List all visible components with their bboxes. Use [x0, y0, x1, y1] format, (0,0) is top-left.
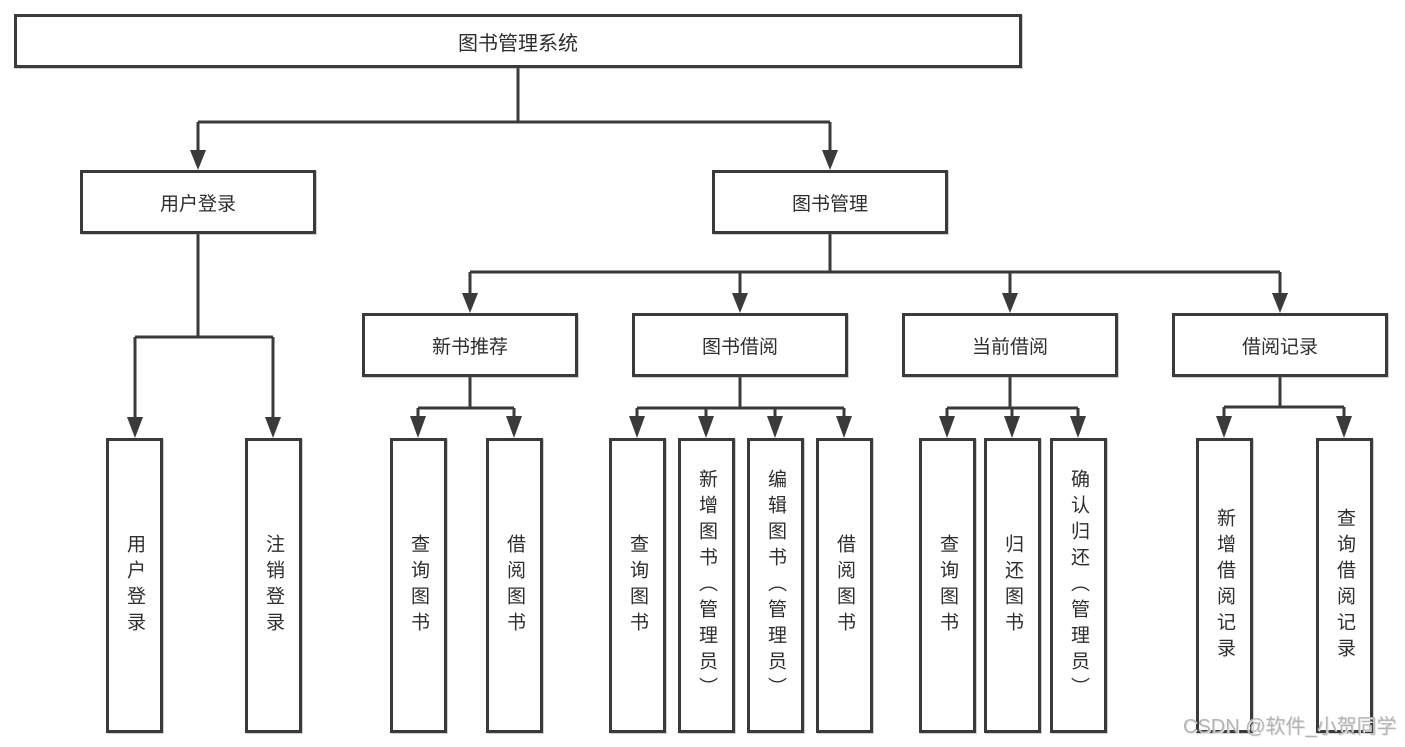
leaf-logout: 注销登录: [245, 438, 302, 733]
leaf-return-books: 归还图书: [984, 438, 1041, 733]
leaf-add-borrow-record: 新增借阅记录: [1196, 438, 1253, 733]
leaf-query-books-current: 查询图书: [919, 438, 976, 733]
node-label: 查询借阅记录: [1334, 507, 1355, 664]
node-user-login: 用户登录: [80, 170, 316, 234]
node-label: 新增借阅记录: [1214, 507, 1235, 664]
node-label: 当前借阅: [971, 336, 1048, 358]
leaf-add-books-admin: 新增图书（管理员）: [678, 438, 735, 733]
node-book-borrowing: 图书借阅: [632, 313, 848, 377]
leaf-query-books-borrow: 查询图书: [609, 438, 666, 733]
leaf-edit-books-admin: 编辑图书（管理员）: [747, 438, 804, 733]
node-label: 用户登录: [124, 533, 145, 638]
node-label: 借阅记录: [1241, 336, 1318, 358]
node-new-book-recommend: 新书推荐: [362, 313, 578, 377]
node-label: 新书推荐: [431, 336, 508, 358]
node-label: 归还图书: [1002, 533, 1023, 638]
node-label: 查询图书: [627, 533, 648, 638]
node-label: 注销登录: [263, 533, 284, 638]
leaf-borrow-books-recommend: 借阅图书: [486, 438, 543, 733]
leaf-user-login: 用户登录: [106, 438, 163, 733]
csdn-watermark: CSDN @软件_小贺同学: [1183, 716, 1397, 738]
leaf-confirm-return-admin: 确认归还（管理员）: [1050, 438, 1107, 733]
node-book-management: 图书管理: [712, 170, 948, 234]
node-label: 查询图书: [408, 533, 429, 638]
node-label: 图书管理: [791, 193, 868, 215]
node-label: 用户登录: [159, 193, 236, 215]
node-label: 确认归还（管理员）: [1068, 468, 1089, 703]
leaf-query-borrow-record: 查询借阅记录: [1316, 438, 1373, 733]
node-label: 借阅图书: [504, 533, 525, 638]
node-current-borrowing: 当前借阅: [902, 313, 1118, 377]
leaf-borrow-books: 借阅图书: [816, 438, 873, 733]
node-label: 图书借阅: [701, 336, 778, 358]
leaf-query-books-recommend: 查询图书: [390, 438, 447, 733]
node-label: 查询图书: [937, 533, 958, 638]
arrowhead-icons: [127, 150, 1352, 438]
node-root-library-system: 图书管理系统: [14, 14, 1022, 68]
node-label: 新增图书（管理员）: [696, 468, 717, 703]
node-label: 借阅图书: [834, 533, 855, 638]
node-borrowing-records: 借阅记录: [1172, 313, 1388, 377]
node-label: 编辑图书（管理员）: [765, 468, 786, 703]
node-label: 图书管理系统: [458, 32, 578, 55]
